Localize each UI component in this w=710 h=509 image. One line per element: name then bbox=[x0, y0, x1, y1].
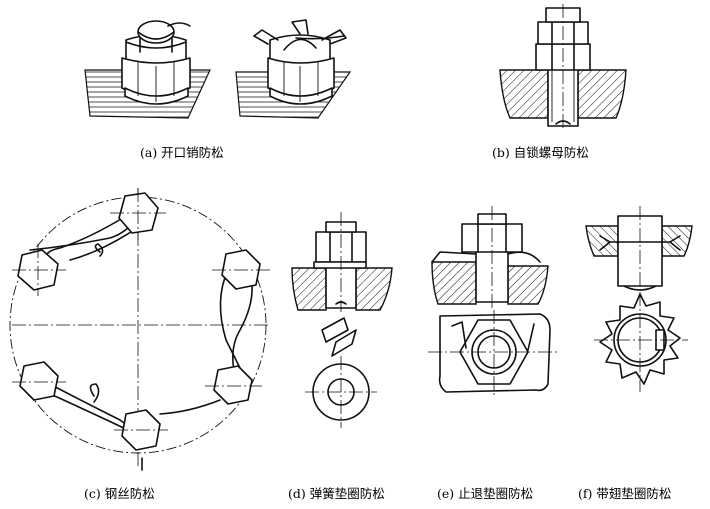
figure-f-tabbed-washer bbox=[585, 206, 693, 392]
figure-d-spring-washer bbox=[291, 212, 393, 428]
tabbed-washer-outline bbox=[599, 293, 681, 385]
figure-a-cotter-pin bbox=[84, 19, 352, 119]
caption-d: (d) 弹簧垫圈防松 bbox=[288, 486, 385, 501]
figure-b-self-locking-nut bbox=[499, 4, 627, 130]
tab-washer-plate bbox=[438, 313, 551, 393]
hex-bolt-c-right bbox=[221, 249, 261, 290]
hex-bolt-c-lower-left bbox=[19, 361, 59, 401]
caption-e: (e) 止退垫圈防松 bbox=[437, 486, 533, 501]
hex-bolt-c-lower-right bbox=[213, 365, 253, 405]
figure-c-steel-wire bbox=[9, 188, 270, 471]
spring-washer-split bbox=[321, 317, 349, 343]
figure-e-tab-washer bbox=[428, 206, 558, 396]
caption-f: (f) 带翅垫圈防松 bbox=[578, 486, 671, 501]
caption-b: (b) 自锁螺母防松 bbox=[492, 145, 589, 160]
wire-twist-c bbox=[89, 383, 100, 403]
caption-a: (a) 开口销防松 bbox=[140, 145, 224, 160]
caption-c: (c) 钢丝防松 bbox=[84, 486, 155, 501]
